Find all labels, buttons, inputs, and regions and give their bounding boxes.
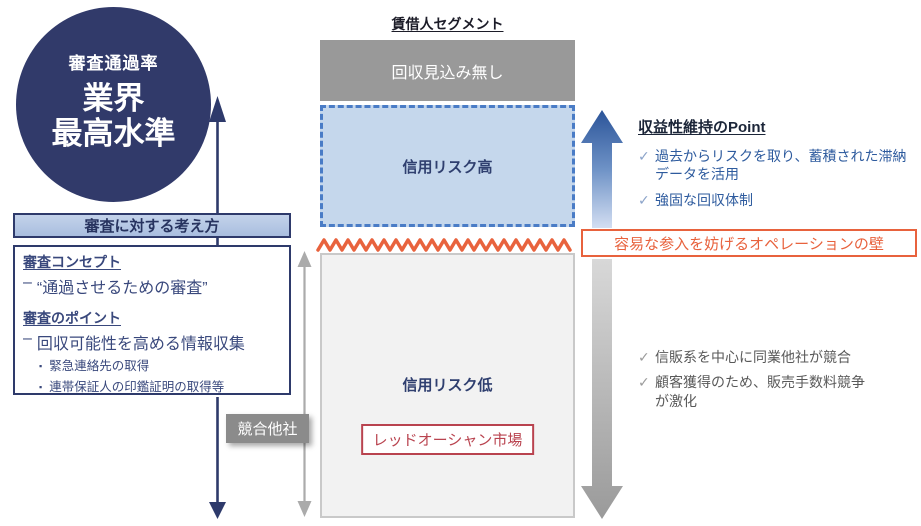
barrier-zigzag: [316, 238, 572, 252]
check-icon: ✓: [638, 191, 650, 208]
pass-rate-title-line2: 最高水準: [51, 115, 176, 151]
sub-item-text: 緊急連絡先の取得: [49, 359, 150, 373]
competitor-range-arrow: [297, 251, 312, 517]
dash-mark: –: [23, 274, 32, 291]
segment-title-text: 賃借人セグメント: [391, 16, 504, 32]
sub-item: ▪ 連帯保証人の印鑑証明の取得等: [39, 380, 281, 396]
profit-item: ✓ 過去からリスクを取り、蓄積された滞納 データを活用: [638, 147, 918, 184]
pass-rate-caption: 審査通過率: [68, 54, 159, 73]
competition-block: ✓ 信販系を中心に同業他社が競合 ✓ 顧客獲得のため、販売手数料競争 が激化: [638, 348, 910, 417]
pass-rate-title-line1: 業界: [82, 81, 145, 116]
concept-heading: 審査コンセプト: [23, 254, 121, 270]
barrier-label: 容易な参入を妨げるオペレーションの壁: [581, 229, 917, 257]
concept-item-text: “通過させるための審査”: [36, 280, 208, 297]
check-icon: ✓: [638, 374, 650, 391]
profit-item-text: 強固な回収体制: [655, 191, 753, 208]
point-item: – 回収可能性を高める情報収集: [23, 330, 281, 354]
profit-item-text: 過去からリスクを取り、蓄積された滞納 データを活用: [655, 148, 907, 183]
dash-mark: –: [23, 330, 32, 347]
point-item-text: 回収可能性を高める情報収集: [36, 336, 245, 353]
sub-item: ▪ 緊急連絡先の取得: [39, 359, 281, 375]
competition-item: ✓ 信販系を中心に同業他社が競合: [638, 348, 910, 366]
pass-rate-circle: 審査通過率 業界 最高水準: [16, 7, 211, 202]
competition-item-text: 顧客獲得のため、販売手数料競争 が激化: [655, 374, 865, 409]
segment-title: 賃借人セグメント: [320, 14, 575, 34]
concept-item: – “通過させるための審査”: [23, 274, 281, 298]
competition-item-text: 信販系を中心に同業他社が競合: [655, 349, 851, 365]
profit-block: 収益性維持のPoint ✓ 過去からリスクを取り、蓄積された滞納 データを活用 …: [638, 116, 918, 216]
low-risk-label: 信用リスク低: [402, 377, 493, 394]
segment-box-high-risk: 信用リスク高: [320, 105, 575, 227]
red-ocean-tag: レッドオーシャン市場: [360, 424, 535, 455]
profit-up-arrow: [581, 110, 623, 228]
competitor-label: 競合他社: [226, 414, 309, 443]
competition-down-arrow: [581, 259, 623, 519]
screening-box: 審査コンセプト – “通過させるための審査” 審査のポイント – 回収可能性を高…: [13, 245, 291, 395]
point-heading: 審査のポイント: [23, 310, 121, 326]
profit-item: ✓ 強固な回収体制: [638, 191, 918, 209]
competition-item: ✓ 顧客獲得のため、販売手数料競争 が激化: [638, 373, 910, 410]
screening-header: 審査に対する考え方: [13, 213, 291, 238]
bullet-icon: ▪: [39, 381, 43, 392]
bullet-icon: ▪: [39, 361, 43, 371]
profit-heading: 収益性維持のPoint: [638, 119, 766, 136]
segment-box-no-collection: 回収見込み無し: [320, 40, 575, 101]
segment-box-low-risk: 信用リスク低 レッドオーシャン市場: [320, 253, 575, 518]
check-icon: ✓: [638, 349, 650, 365]
sub-item-text: 連帯保証人の印鑑証明の取得等: [49, 379, 225, 394]
down-arrow: [209, 397, 226, 519]
check-icon: ✓: [638, 148, 650, 164]
